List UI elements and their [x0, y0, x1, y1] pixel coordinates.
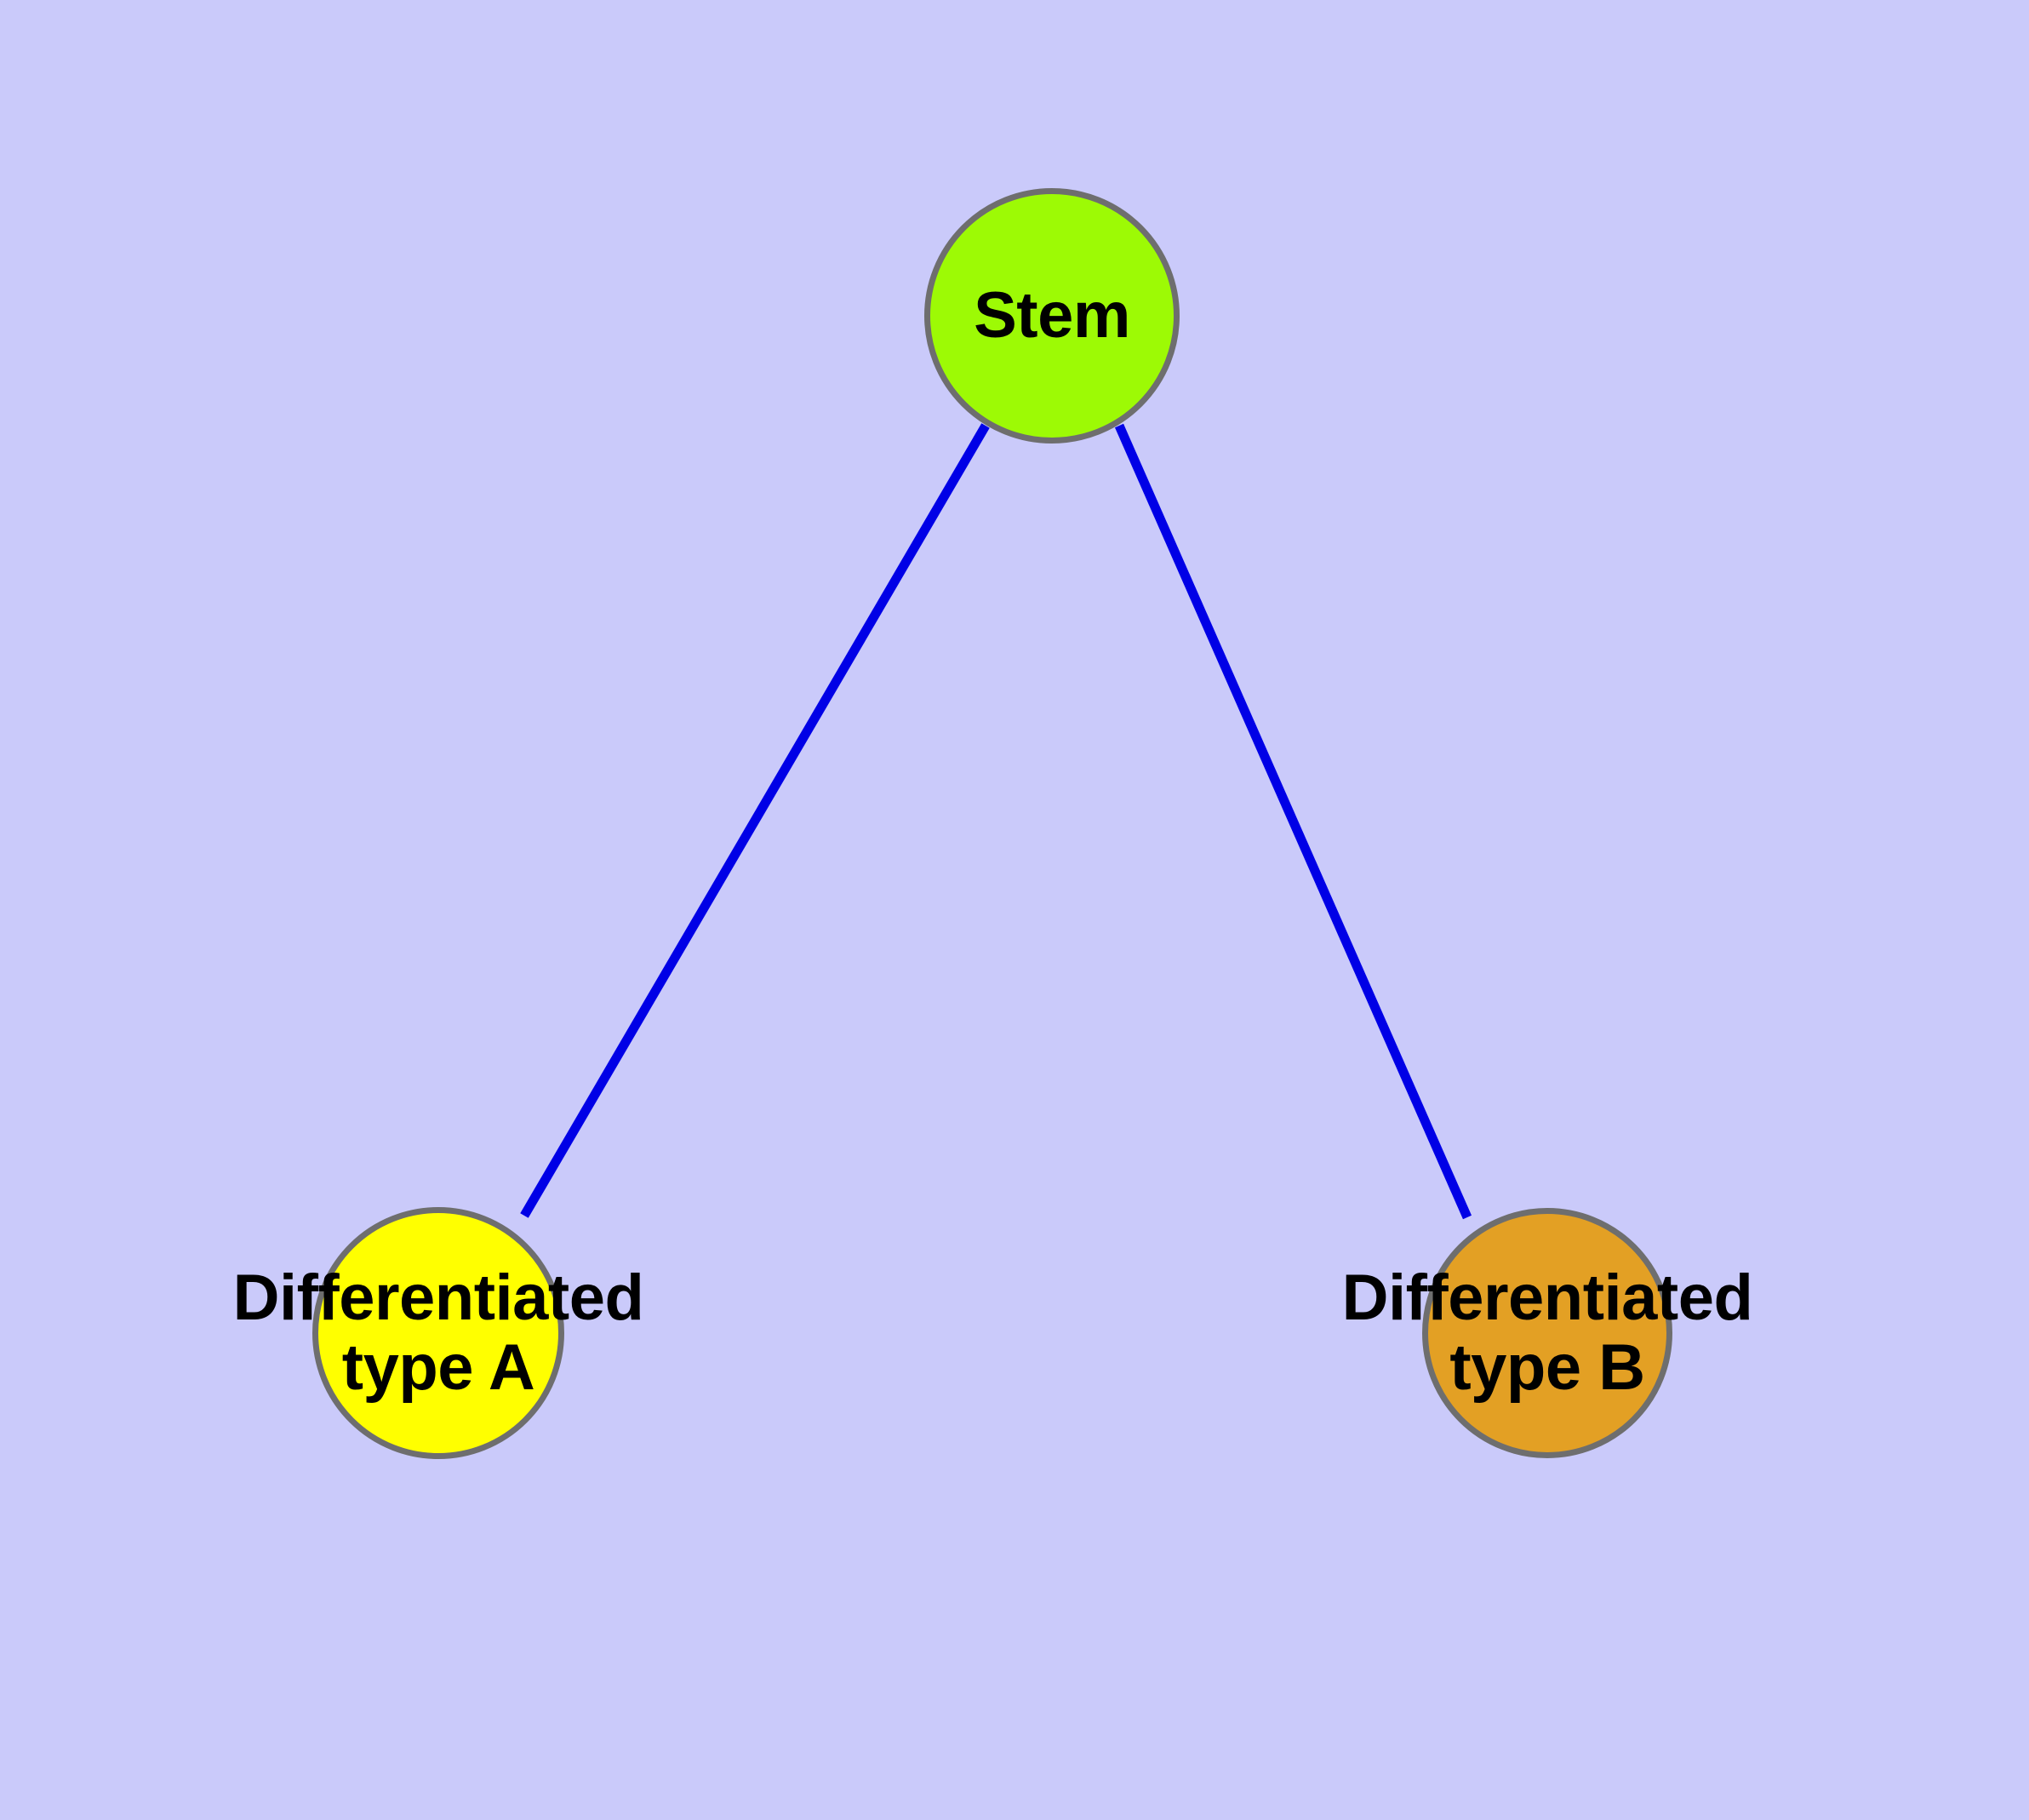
node-label-stem: Stem — [974, 278, 1130, 352]
node-circle-diff_b[interactable] — [1422, 1208, 1672, 1458]
node-circle-diff_a[interactable] — [312, 1207, 564, 1459]
graph-edge[interactable] — [1114, 423, 1472, 1220]
node-circle-stem[interactable] — [924, 188, 1180, 444]
graph-node-stem[interactable]: Stem — [924, 188, 1180, 444]
graph-node-diff_a[interactable]: Differentiated type A — [233, 1207, 644, 1459]
graph-node-diff_b[interactable]: Differentiated type B — [1342, 1208, 1753, 1458]
graph-edge[interactable] — [520, 423, 990, 1218]
node-label-diff_b: Differentiated type B — [1341, 1261, 1753, 1404]
node-label-diff_a: Differentiated type A — [232, 1261, 644, 1404]
